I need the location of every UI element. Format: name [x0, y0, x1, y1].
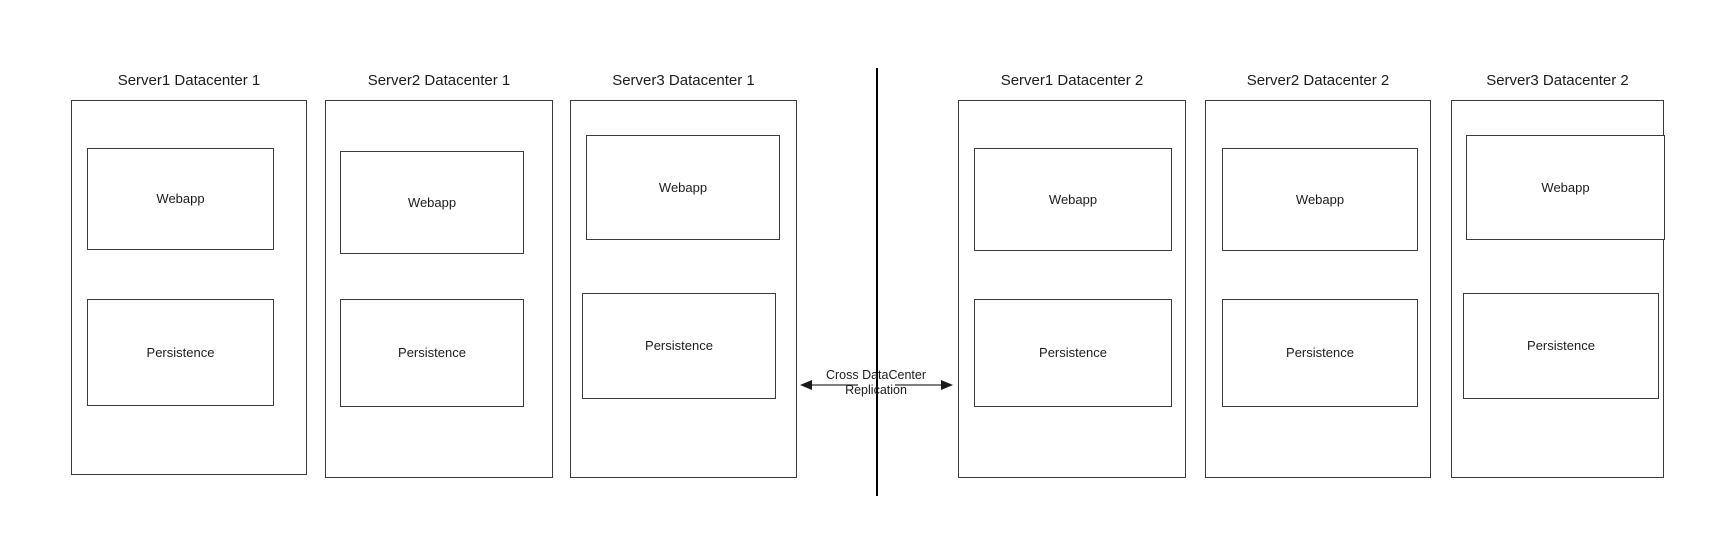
component-box-persistence[interactable]: Persistence — [87, 299, 274, 406]
replication-label-line2: Replication — [845, 383, 907, 397]
server-group-server3-datacenter-1[interactable]: Server3 Datacenter 1 Webapp Persistence — [570, 72, 797, 478]
server-label: Server2 Datacenter 2 — [1246, 72, 1390, 89]
component-box-persistence[interactable]: Persistence — [340, 299, 524, 407]
server-label: Server1 Datacenter 1 — [117, 72, 261, 89]
server-box[interactable]: Webapp Persistence — [1451, 100, 1665, 478]
server-box[interactable]: Webapp Persistence — [570, 100, 797, 478]
component-box-webapp[interactable]: Webapp — [1466, 135, 1665, 240]
server-group-server2-datacenter-1[interactable]: Server2 Datacenter 1 Webapp Persistence — [325, 72, 553, 478]
component-label: Persistence — [1286, 345, 1354, 360]
server-box[interactable]: Webapp Persistence — [325, 100, 553, 478]
server-group-server3-datacenter-2[interactable]: Server3 Datacenter 2 Webapp Persistence — [1451, 72, 1665, 478]
component-box-persistence[interactable]: Persistence — [582, 293, 776, 399]
component-box-webapp[interactable]: Webapp — [340, 151, 524, 254]
component-label: Persistence — [1039, 345, 1107, 360]
server-group-server2-datacenter-2[interactable]: Server2 Datacenter 2 Webapp Persistence — [1205, 72, 1431, 478]
replication-arrow-right — [895, 380, 953, 390]
component-box-webapp[interactable]: Webapp — [974, 148, 1172, 251]
replication-label-line1: Cross DataCenter — [825, 368, 927, 382]
server-box[interactable]: Webapp Persistence — [1205, 100, 1431, 478]
component-label: Persistence — [1527, 338, 1595, 353]
replication-arrow-left — [800, 380, 858, 390]
component-box-webapp[interactable]: Webapp — [87, 148, 274, 250]
server-label: Server1 Datacenter 2 — [1000, 72, 1144, 89]
component-label: Webapp — [1295, 191, 1345, 207]
component-label: Webapp — [1048, 191, 1098, 207]
component-box-persistence[interactable]: Persistence — [974, 299, 1172, 407]
server-box[interactable]: Webapp Persistence — [958, 100, 1186, 478]
replication-label: Cross DataCenter Replication — [816, 368, 936, 398]
datacenter-divider — [876, 68, 879, 496]
component-label: Webapp — [407, 194, 457, 210]
server-group-server1-datacenter-1[interactable]: Server1 Datacenter 1 Webapp Persistence — [71, 72, 307, 475]
component-label: Persistence — [146, 344, 215, 360]
server-box[interactable]: Webapp Persistence — [71, 100, 307, 475]
server-label: Server3 Datacenter 1 — [612, 72, 755, 89]
component-box-webapp[interactable]: Webapp — [1222, 148, 1418, 251]
component-label: Webapp — [1541, 179, 1590, 195]
server-group-server1-datacenter-2[interactable]: Server1 Datacenter 2 Webapp Persistence — [958, 72, 1186, 478]
component-label: Webapp — [658, 179, 708, 195]
component-box-webapp[interactable]: Webapp — [586, 135, 780, 240]
server-label: Server3 Datacenter 2 — [1486, 72, 1629, 89]
component-label: Persistence — [398, 345, 466, 360]
component-box-persistence[interactable]: Persistence — [1222, 299, 1418, 407]
component-box-persistence[interactable]: Persistence — [1463, 293, 1659, 399]
component-label: Persistence — [645, 338, 713, 353]
component-label: Webapp — [156, 191, 205, 206]
server-label: Server2 Datacenter 1 — [367, 72, 511, 89]
